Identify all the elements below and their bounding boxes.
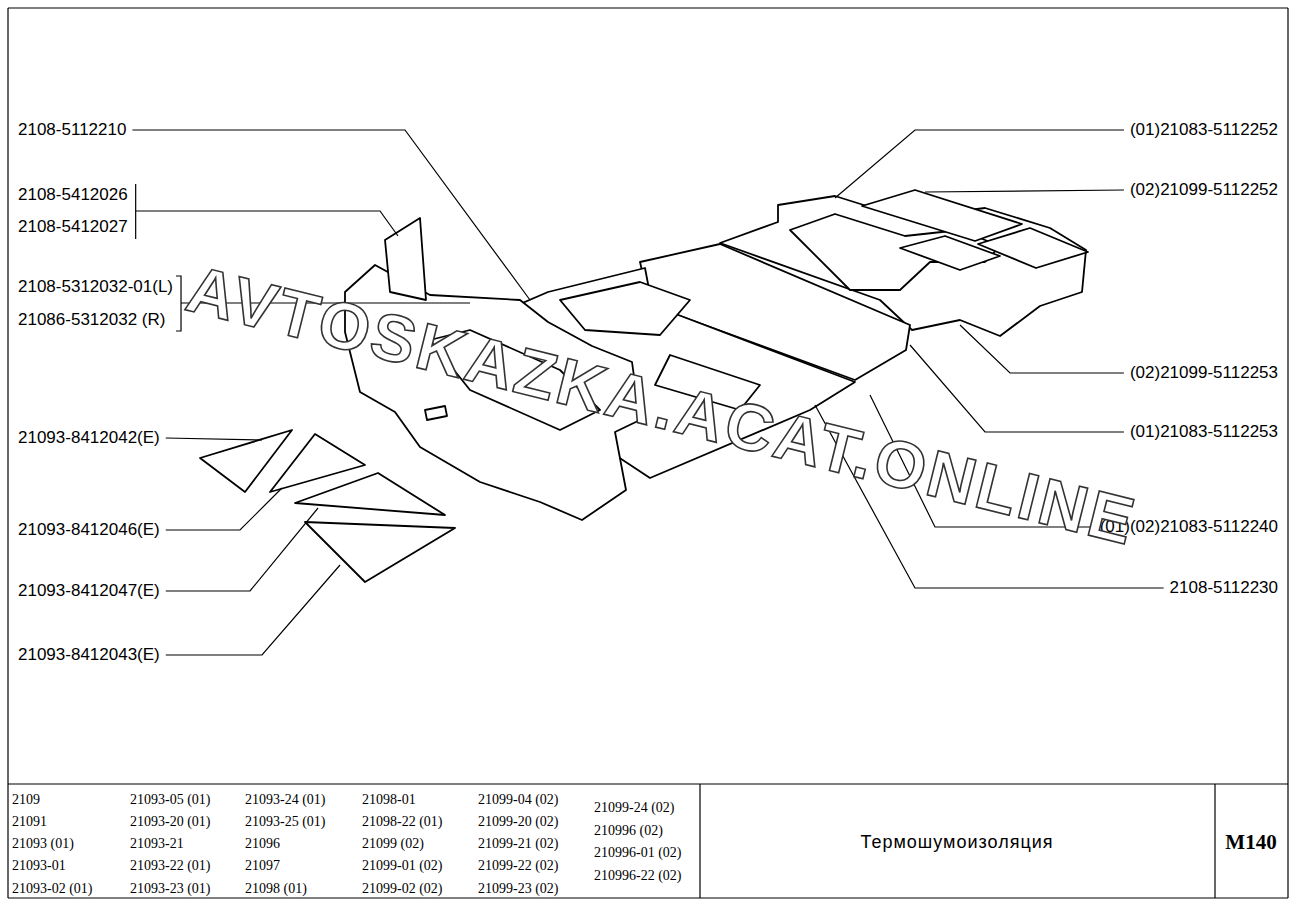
- part-number: 2108-5112230: [1168, 578, 1280, 598]
- frame-line: [1287, 8, 1288, 898]
- model-cell: 21099-21 (02): [478, 835, 559, 853]
- part-number: 21093-8412047(E): [16, 581, 162, 601]
- leader-line: [136, 211, 398, 236]
- rear-pad: [862, 190, 1022, 241]
- part-number: (02)21099-5112252: [1128, 180, 1280, 200]
- part-number: 21086-5312032 (R): [16, 310, 167, 330]
- leader-line: [925, 190, 1124, 192]
- part-number: (01)21083-5112253: [1128, 422, 1280, 442]
- model-cell: 21093-21: [130, 835, 184, 853]
- model-cell: 21099-04 (02): [478, 791, 559, 809]
- model-cell: 21093 (01): [12, 835, 74, 853]
- sheet-code: M140: [1225, 830, 1276, 854]
- model-cell: 210996-22 (02): [594, 867, 682, 885]
- model-cell: 21093-05 (01): [130, 791, 211, 809]
- model-cell: 21099-24 (02): [594, 799, 675, 817]
- part-number: (02)21099-5112253: [1128, 363, 1280, 383]
- leader-line: [166, 565, 340, 655]
- model-cell: 21099 (02): [362, 835, 424, 853]
- leader-line: [166, 488, 282, 530]
- leader-line: [835, 130, 1124, 198]
- model-cell: 21099-01 (02): [362, 857, 443, 875]
- leader-line: [910, 345, 1124, 432]
- frame-line: [8, 783, 1288, 784]
- sheet-title: Термошумоизоляция: [860, 831, 1053, 853]
- part-number: 2108-5312032-01(L): [16, 277, 175, 297]
- model-cell: 21099-22 (02): [478, 857, 559, 875]
- frame: [8, 8, 1288, 898]
- frame-line: [699, 784, 700, 898]
- part-number: 21093-8412046(E): [16, 520, 162, 540]
- rear-pad: [900, 236, 1000, 270]
- dash-hole: [425, 406, 447, 420]
- part-number: 2108-5112210: [16, 120, 128, 140]
- frame-line: [7, 8, 8, 898]
- leader-line: [166, 508, 318, 591]
- part-number: 21093-8412042(E): [16, 428, 162, 448]
- model-cell: 21099-20 (02): [478, 813, 559, 831]
- model-cell: 21099-02 (02): [362, 880, 443, 898]
- model-cell: 21097: [245, 857, 280, 875]
- leaders: [132, 130, 1163, 655]
- model-cell: 21093-25 (01): [245, 813, 326, 831]
- model-cell: 2109: [12, 791, 40, 809]
- model-cell: 21093-20 (01): [130, 813, 211, 831]
- model-cell: 21093-01: [12, 857, 66, 875]
- front-mat-detail: [560, 282, 690, 335]
- leader-line: [166, 438, 262, 440]
- model-cell: 210996-01 (02): [594, 844, 682, 862]
- model-cell: 21093-02 (01): [12, 880, 93, 898]
- model-cell: 21098-01: [362, 791, 416, 809]
- part-number: 21093-8412043(E): [16, 645, 162, 665]
- frame-line: [1214, 784, 1215, 898]
- frame-line: [8, 897, 1288, 898]
- part-number: 2108-5412026: [16, 185, 130, 205]
- part-number: (01)21083-5112252: [1128, 120, 1280, 140]
- part-number: 2108-5412027: [16, 217, 130, 237]
- rear-pad: [978, 228, 1088, 268]
- upper-piece: [385, 218, 426, 300]
- model-cell: 21091: [12, 813, 47, 831]
- model-cell: 21098 (01): [245, 880, 307, 898]
- model-cell: 21093-24 (01): [245, 791, 326, 809]
- frame-line: [8, 7, 1288, 8]
- leader-line: [960, 325, 1124, 373]
- model-cell: 21096: [245, 835, 280, 853]
- model-cell: 21093-22 (01): [130, 857, 211, 875]
- triangle-pad: [305, 522, 455, 582]
- model-cell: 21098-22 (01): [362, 813, 443, 831]
- model-cell: 21099-23 (02): [478, 880, 559, 898]
- model-cell: 210996 (02): [594, 822, 663, 840]
- model-cell: 21093-23 (01): [130, 880, 211, 898]
